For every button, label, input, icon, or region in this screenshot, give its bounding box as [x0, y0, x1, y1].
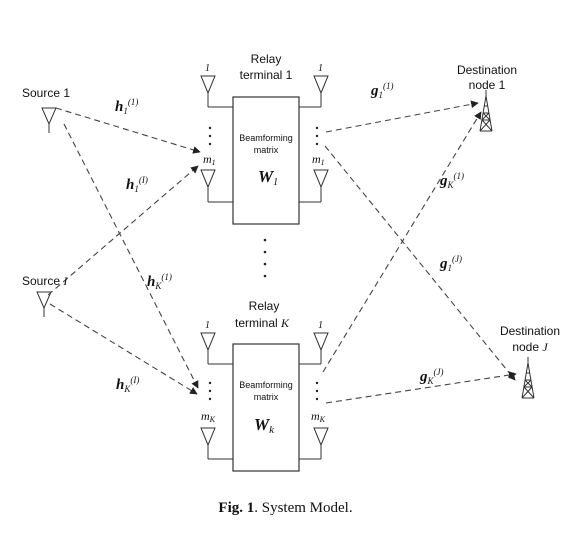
- figure-caption: Fig. 1. System Model.: [0, 500, 571, 517]
- relay-k-title-line2: terminal K: [235, 316, 290, 330]
- relay-terminal-k: [200, 332, 329, 472]
- destination-1-tower-icon: [479, 90, 493, 132]
- link-hK-1: [63, 123, 199, 389]
- system-model-diagram: Relay terminal 1 Relay terminal K Beamfo…: [22, 52, 560, 472]
- channel-gK-J-label: gK(J): [419, 367, 444, 386]
- destination-j-label-line1: Destination: [500, 324, 560, 338]
- relay-k-left-dots: [208, 381, 212, 401]
- link-gK-1: [322, 111, 482, 373]
- link-hK-I: [49, 303, 198, 395]
- relay-k-beamforming-line2: matrix: [254, 392, 279, 402]
- link-h1-1: [55, 107, 201, 154]
- source-i-antenna: [36, 291, 52, 317]
- relay-1-title-line2: terminal 1: [240, 68, 293, 82]
- relay-k-beamforming-line1: Beamforming: [239, 380, 293, 390]
- relay-1-beamforming-line2: matrix: [254, 145, 279, 155]
- relay-1-beamforming-line1: Beamforming: [239, 133, 293, 143]
- link-h1-I: [47, 165, 199, 296]
- relay-1-right-antenna-top: [299, 75, 329, 108]
- relay-k-left-antenna-top: [200, 332, 233, 365]
- channel-gK-1-label: gK(1): [439, 171, 464, 190]
- relay-1-right-antenna-index: 1: [318, 63, 323, 74]
- relay-k-title-line1: Relay: [249, 299, 280, 313]
- relay-k-right-antenna-top: [299, 332, 329, 365]
- destination-j-tower-icon: [521, 357, 535, 399]
- relay-1-matrix-symbol: W1: [258, 167, 278, 188]
- figure-caption-number: Fig. 1: [218, 500, 255, 516]
- relay-k-box: [232, 343, 300, 472]
- destination-j-label-line2: node J: [512, 340, 548, 354]
- channel-hK-I-label: hK(I): [116, 375, 139, 394]
- figure-caption-text: . System Model.: [254, 500, 353, 516]
- relay-1-left-dots: [208, 126, 212, 146]
- link-gK-J: [325, 371, 517, 404]
- relay-k-right-dots: [315, 381, 319, 401]
- relay-k-right-antenna-bottom: [299, 427, 329, 460]
- relay-terminal-1: [200, 75, 329, 225]
- relay-1-right-dots: [315, 126, 319, 146]
- channel-h1-1-label: h1(1): [115, 97, 138, 116]
- relay-1-left-m-label: m1: [203, 152, 216, 167]
- relay-k-left-m-label: mK: [201, 409, 216, 424]
- relay-1-left-antenna-index: 1: [205, 63, 210, 74]
- relay-k-matrix-symbol: Wk: [254, 415, 275, 436]
- channel-g1-1-label: g1(1): [370, 81, 394, 100]
- destination-1-label-line2: node 1: [469, 78, 506, 92]
- link-g1-1: [325, 100, 479, 133]
- relay-1-title-line1: Relay: [251, 52, 282, 66]
- source-i-label: Source I: [22, 274, 68, 288]
- relay-1-right-m-label: m1: [312, 152, 325, 167]
- relay-k-right-antenna-index: 1: [318, 320, 323, 331]
- channel-g1-J-label: g1(J): [439, 254, 462, 273]
- relay-1-left-antenna-bottom: [200, 169, 233, 203]
- relay-1-box: [232, 96, 300, 225]
- relay-k-right-m-label: mK: [311, 409, 326, 424]
- source-1-antenna: [41, 107, 57, 133]
- channel-h1-I-label: h1(I): [126, 175, 148, 194]
- relay-k-left-antenna-index: 1: [205, 320, 210, 331]
- relay-k-left-antenna-bottom: [200, 427, 233, 460]
- channel-links: [47, 100, 517, 404]
- destination-1-label-line1: Destination: [457, 63, 517, 77]
- source-1-label: Source 1: [22, 86, 70, 100]
- link-g1-J: [324, 145, 516, 381]
- relay-1-right-antenna-bottom: [299, 169, 329, 203]
- relay-continuation-dots: [263, 238, 267, 278]
- channel-hK-1-label: hK(1): [147, 272, 172, 291]
- relay-1-left-antenna-top: [200, 75, 233, 108]
